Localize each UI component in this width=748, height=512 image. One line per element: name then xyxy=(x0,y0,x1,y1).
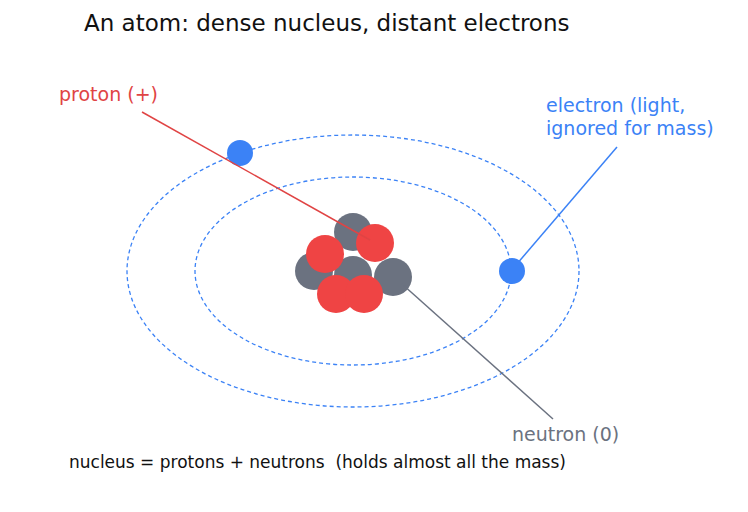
proton-ball xyxy=(306,235,344,273)
proton-ball xyxy=(356,224,394,262)
electron-ball xyxy=(499,258,525,284)
outer-orbit xyxy=(127,135,579,407)
nucleus xyxy=(295,213,412,313)
electron-leader xyxy=(516,147,617,265)
diagram-caption: nucleus = protons + neutrons (holds almo… xyxy=(69,452,566,472)
inner-orbit xyxy=(195,177,511,365)
neutron-label: neutron (0) xyxy=(512,423,619,446)
diagram-title: An atom: dense nucleus, distant electron… xyxy=(84,10,570,38)
neutron-leader xyxy=(402,284,553,419)
proton-ball xyxy=(345,275,383,313)
electron-label: electron (light, ignored for mass) xyxy=(546,94,742,140)
proton-leader xyxy=(142,112,370,240)
proton-label: proton (+) xyxy=(59,83,158,106)
